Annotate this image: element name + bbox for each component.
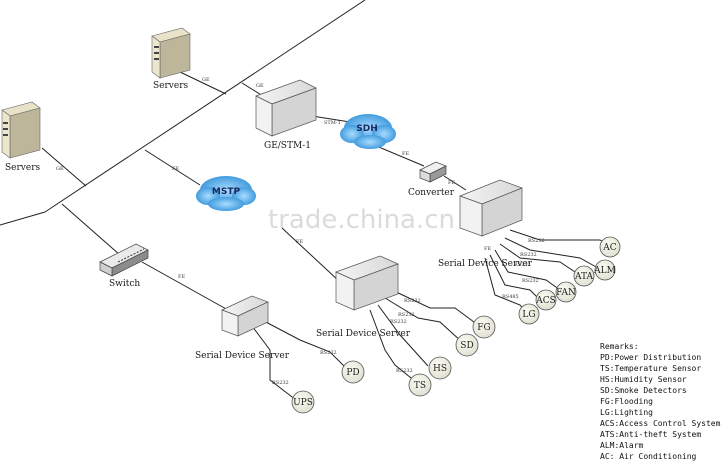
svg-text:FE: FE <box>402 151 409 157</box>
sds-middle-icon <box>335 255 399 311</box>
server-icon-left <box>1 101 41 159</box>
remark-item: ATS:Anti-theft System <box>600 430 701 439</box>
svg-text:ACS: ACS <box>535 296 556 306</box>
link-labels: GE GE STM-1 GE FE FE FE FE FE FE RS232 R… <box>56 77 545 386</box>
svg-text:RS232: RS232 <box>404 298 421 304</box>
sds-right-icon <box>459 179 523 237</box>
device-alm: ALM <box>593 259 616 281</box>
device-hs: HS <box>428 356 452 380</box>
remark-item: SD:Smoke Detectors <box>600 386 687 395</box>
sdh-cloud-icon <box>340 114 396 149</box>
backbone-line <box>44 0 366 213</box>
remark-item: AC: Air Conditioning <box>600 452 697 461</box>
server-icon-top <box>151 27 191 79</box>
svg-text:FAN: FAN <box>556 288 576 298</box>
svg-text:RS232: RS232 <box>520 252 537 258</box>
remark-item: FG:Flooding <box>600 397 653 406</box>
svg-text:FE: FE <box>448 180 455 186</box>
device-acs: ACS <box>535 289 557 311</box>
remarks-legend: Remarks: PD:Power Distribution TS:Temper… <box>600 342 721 461</box>
device-ata: ATA <box>573 265 595 287</box>
device-fan: FAN <box>555 281 577 303</box>
sds-left-icon <box>221 295 269 337</box>
svg-text:GE: GE <box>202 77 210 83</box>
svg-text:PD: PD <box>346 368 359 378</box>
device-lg: LG <box>518 303 540 325</box>
mstp-cloud-icon <box>196 176 256 211</box>
svg-text:TS: TS <box>414 381 426 391</box>
remark-item: ACS:Access Control System <box>600 419 721 428</box>
remark-item: LG:Lighting <box>600 408 653 417</box>
svg-text:RS232: RS232 <box>320 350 337 356</box>
watermark-text: trade.china.cn <box>268 205 455 235</box>
svg-text:GE: GE <box>56 166 64 172</box>
svg-text:RS232: RS232 <box>390 319 407 325</box>
svg-text:GE: GE <box>256 83 264 89</box>
servers-top-label: Servers <box>153 81 189 91</box>
device-ups: UPS <box>291 390 315 414</box>
svg-text:RS485: RS485 <box>502 294 519 300</box>
backbone-tail <box>0 211 46 226</box>
servers-left-label: Servers <box>5 163 41 173</box>
svg-text:AC: AC <box>602 243 616 253</box>
svg-text:FE: FE <box>178 274 185 280</box>
svg-text:FE: FE <box>484 246 491 252</box>
remark-item: PD:Power Distribution <box>600 353 701 362</box>
converter-icon <box>419 161 447 183</box>
sds-right-label: Serial Device Server <box>438 259 533 269</box>
remark-item: HS:Humidity Sensor <box>600 375 687 384</box>
ge-stm-device-icon <box>255 79 317 137</box>
remark-item: ALM:Alarm <box>600 441 644 450</box>
svg-text:LG: LG <box>522 310 535 320</box>
svg-text:FE: FE <box>172 166 179 172</box>
svg-text:HS: HS <box>433 364 447 374</box>
sdh-label: SDH <box>356 124 378 134</box>
svg-text:UPS: UPS <box>293 398 313 408</box>
svg-text:RS232: RS232 <box>398 312 415 318</box>
svg-text:STM-1: STM-1 <box>324 120 341 126</box>
remark-item: TS:Temperature Sensor <box>600 364 701 373</box>
device-ts: TS <box>408 373 432 397</box>
svg-text:SD: SD <box>460 341 473 351</box>
switch-label: Switch <box>109 279 140 289</box>
mstp-label: MSTP <box>212 187 241 197</box>
device-pd: PD <box>341 360 365 384</box>
svg-text:FE: FE <box>296 239 303 245</box>
svg-text:RS232: RS232 <box>528 238 545 244</box>
svg-text:RS232: RS232 <box>272 380 289 386</box>
svg-text:FG: FG <box>477 323 490 333</box>
device-ac: AC <box>599 236 621 258</box>
remarks-title: Remarks: <box>600 342 639 351</box>
device-fg: FG <box>472 315 496 339</box>
switch-icon <box>99 243 149 277</box>
sds-left-label: Serial Device Server <box>195 351 290 361</box>
ge-stm-label: GE/STM-1 <box>264 141 311 151</box>
converter-label: Converter <box>408 188 455 198</box>
sds-middle-label: Serial Device Server <box>316 329 411 339</box>
svg-text:ATA: ATA <box>574 272 594 282</box>
device-sd: SD <box>455 333 479 357</box>
svg-text:ALM: ALM <box>593 266 616 276</box>
svg-text:RS232: RS232 <box>522 278 539 284</box>
svg-text:RS232: RS232 <box>396 368 413 374</box>
svg-text:RS232: RS232 <box>514 262 531 268</box>
